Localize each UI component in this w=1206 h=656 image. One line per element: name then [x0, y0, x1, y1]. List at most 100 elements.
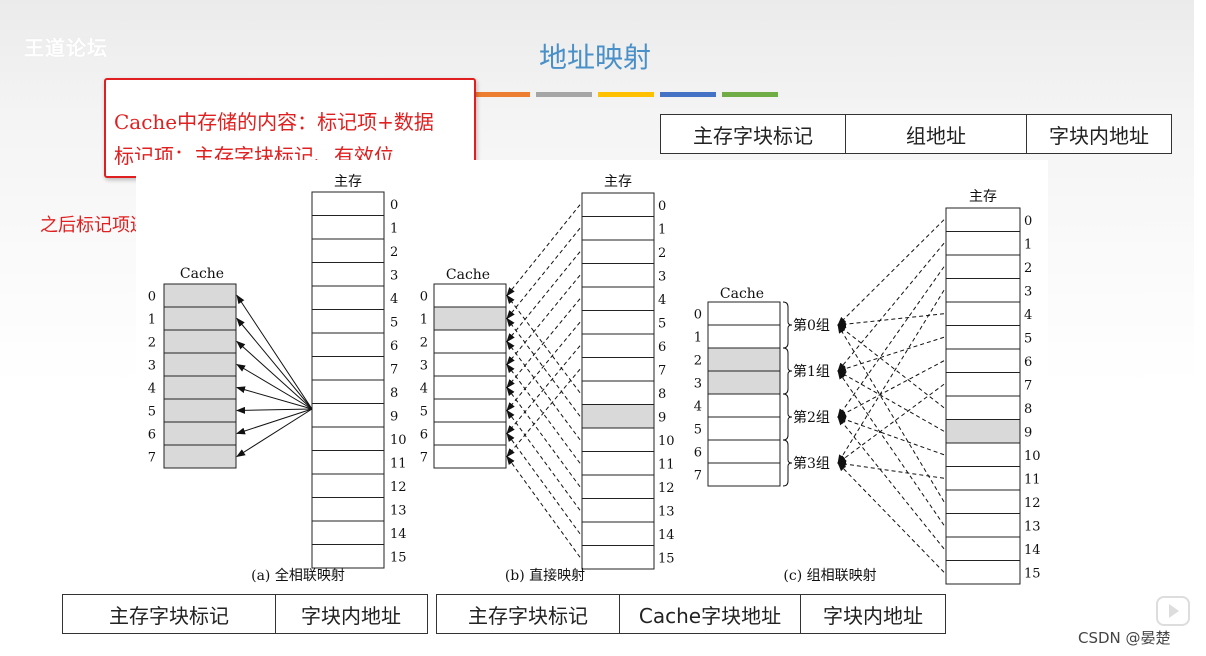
cache-block: [163, 375, 237, 400]
memory-block: [581, 263, 655, 288]
play-icon: [1156, 596, 1190, 626]
memory-block: [311, 426, 385, 451]
memory-block: [311, 191, 385, 216]
cache-block: [707, 347, 781, 372]
memory-block: [945, 231, 1021, 256]
format-field: 字块内地址: [301, 603, 401, 628]
format-field: 主存字块标记: [661, 115, 846, 153]
cache-block: [707, 301, 781, 326]
cache-index: 6: [694, 446, 702, 461]
memory-block: [945, 489, 1021, 514]
memory-index: 4: [390, 292, 398, 307]
format-field: 字块内地址: [823, 603, 923, 628]
cache-label: Cache: [180, 266, 224, 282]
mapping-arrow: [236, 408, 313, 458]
memory-block: [311, 215, 385, 240]
memory-index: 12: [1024, 496, 1041, 511]
group-label: 第1组: [793, 363, 830, 380]
memory-index: 14: [390, 527, 407, 542]
cache-index: 1: [694, 331, 702, 346]
memory-index: 5: [1024, 331, 1032, 346]
memory-block: [581, 286, 655, 311]
cache-index: 7: [420, 451, 428, 466]
mapping-arrow: [837, 370, 945, 526]
memory-index: 15: [390, 550, 407, 565]
cache-block: [707, 439, 781, 464]
group-brace: [782, 301, 793, 349]
memory-block: [311, 450, 385, 475]
memory-index: 8: [390, 386, 398, 401]
mapping-arrow: [837, 324, 945, 409]
cache-block: [163, 352, 237, 377]
memory-index: 6: [658, 340, 666, 355]
mapping-arrow: [837, 416, 945, 456]
mapping-arrow: [837, 336, 945, 372]
mapping-arrow: [236, 406, 313, 414]
memory-index: 13: [1024, 519, 1041, 534]
memory-block: [311, 285, 385, 310]
mapping-arrow: [837, 313, 945, 328]
cache-mapping-diagram: Cache01234567主存0123456789101112131415(a)…: [147, 174, 1041, 585]
memory-block: [311, 309, 385, 334]
memory-block: [945, 372, 1021, 397]
memory-block: [945, 207, 1021, 232]
memory-index: 9: [390, 409, 398, 424]
cache-block: [707, 370, 781, 395]
memory-index: 3: [390, 268, 398, 283]
cache-block: [163, 329, 237, 354]
memory-block: [581, 521, 655, 546]
cache-index: 2: [694, 354, 702, 369]
group-label: 第2组: [793, 409, 830, 426]
cache-block: [707, 462, 781, 487]
memory-block: [945, 348, 1021, 373]
memory-index: 5: [390, 315, 398, 330]
mapping-arrow: [837, 289, 945, 464]
memory-index: 0: [390, 198, 398, 213]
cache-index: 0: [420, 290, 428, 305]
csdn-watermark: CSDN @晏楚: [1078, 629, 1171, 647]
memory-index: 14: [658, 528, 675, 543]
cache-block: [707, 324, 781, 349]
mapping-arrow: [236, 294, 313, 410]
memory-index: 15: [658, 551, 675, 566]
memory-index: 10: [1024, 449, 1041, 464]
memory-label: 主存: [334, 174, 362, 190]
cache-index: 0: [694, 308, 702, 323]
memory-block: [945, 513, 1021, 538]
caption-direct: (b) 直接映射: [505, 567, 585, 584]
mapping-arrow: [506, 294, 581, 394]
mapping-arrow: [837, 383, 945, 464]
memory-index: 13: [390, 503, 407, 518]
cache-index: 1: [420, 313, 428, 328]
memory-index: 7: [658, 363, 666, 378]
memory-block: [311, 520, 385, 545]
logo: 王道论坛: [24, 36, 108, 60]
memory-block: [581, 380, 655, 405]
set-assoc-address-format: 主存字块标记 组地址 字块内地址: [660, 114, 1172, 154]
cache-block: [163, 283, 237, 308]
cache-index: 4: [420, 382, 428, 397]
cache-block: [433, 283, 507, 308]
color-bar-2: [474, 92, 530, 97]
mapping-arrow: [236, 363, 313, 410]
cache-index: 3: [420, 359, 428, 374]
mapping-arrow: [837, 416, 945, 550]
memory-block: [581, 451, 655, 476]
memory-index: 8: [1024, 402, 1032, 417]
memory-block: [945, 419, 1021, 444]
memory-index: 7: [1024, 378, 1032, 393]
cache-index: 4: [148, 382, 156, 397]
cache-index: 7: [148, 451, 156, 466]
memory-block: [311, 544, 385, 569]
memory-block: [311, 403, 385, 428]
mapping-arrow: [236, 386, 313, 410]
memory-block: [311, 238, 385, 263]
memory-block: [581, 357, 655, 382]
cache-index: 5: [694, 423, 702, 438]
memory-block: [581, 310, 655, 335]
format-field: 组地址: [846, 115, 1027, 153]
mapping-arrow: [837, 219, 945, 326]
mapping-arrow: [837, 360, 945, 418]
format-field: 字块内地址: [1049, 123, 1149, 148]
cache-index: 0: [148, 290, 156, 305]
